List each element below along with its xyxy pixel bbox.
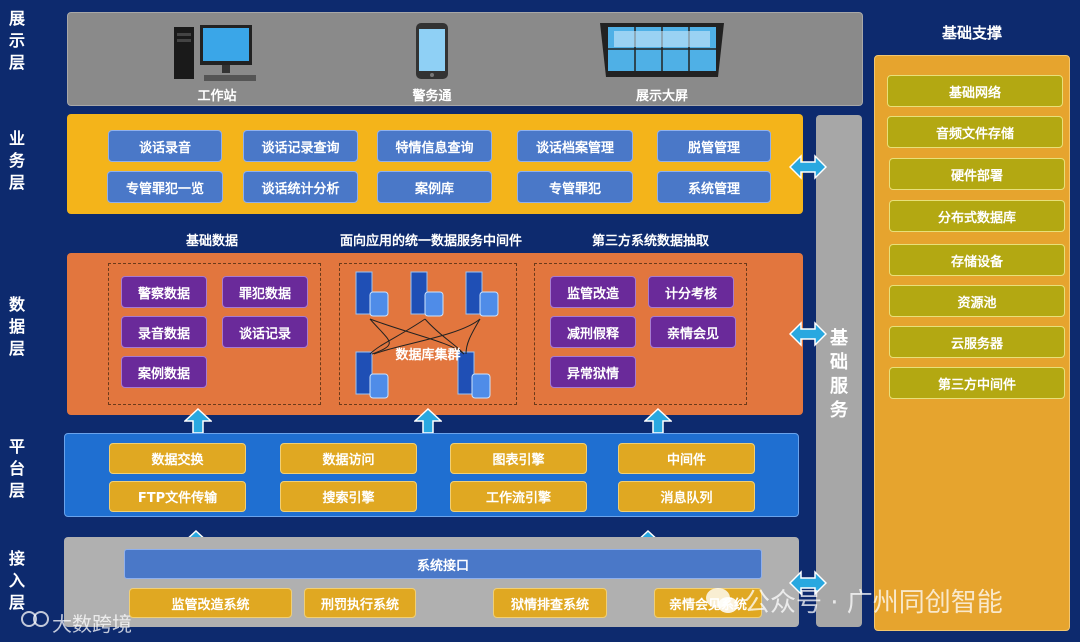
business-item-special-criminal[interactable]: 专管罪犯	[517, 171, 633, 203]
platform-layer-panel: 数据交换 数据访问 图表引擎 中间件 FTP文件传输 搜索引擎 工作流引擎 消息…	[64, 433, 799, 517]
third-party-score-assessment[interactable]: 计分考核	[648, 276, 734, 308]
up-arrow-icon	[644, 408, 672, 434]
basic-service-bar: 基础服务	[816, 115, 862, 627]
business-item-case-library[interactable]: 案例库	[377, 171, 492, 203]
business-item-special-info-query[interactable]: 特情信息查询	[377, 130, 492, 162]
basic-service-label: 基础服务	[830, 328, 848, 421]
middleware-title: 面向应用的统一数据服务中间件	[340, 234, 523, 249]
support-cloud-server[interactable]: 云服务器	[889, 326, 1065, 358]
workstation-icon	[172, 23, 262, 83]
mobile-icon	[412, 21, 452, 81]
bigscreen-label: 展示大屏	[635, 89, 688, 104]
access-prison-situation-system[interactable]: 狱情排查系统	[493, 588, 607, 618]
support-distributed-database[interactable]: 分布式数据库	[889, 200, 1065, 232]
access-layer-panel: 系统接口 监管改造系统 刑罚执行系统 狱情排查系统 亲情会见系统	[64, 537, 799, 627]
business-layer-label: 业务层	[8, 129, 25, 192]
business-item-talk-recording[interactable]: 谈话录音	[108, 130, 222, 162]
video-wall-icon	[600, 19, 724, 83]
support-basic-network[interactable]: 基础网络	[887, 75, 1063, 107]
database-cluster-group: 数据库集群	[339, 263, 517, 405]
workstation-label: 工作站	[197, 89, 237, 104]
third-party-supervision-reform[interactable]: 监管改造	[550, 276, 636, 308]
business-item-talk-record-query[interactable]: 谈话记录查询	[243, 130, 358, 162]
third-party-abnormal-situation[interactable]: 异常狱情	[550, 356, 636, 388]
data-layer-label: 数据层	[8, 295, 25, 358]
basic-data-case[interactable]: 案例数据	[121, 356, 207, 388]
third-party-family-visit[interactable]: 亲情会见	[650, 316, 736, 348]
support-third-party-middleware[interactable]: 第三方中间件	[889, 367, 1065, 399]
platform-data-access[interactable]: 数据访问	[280, 443, 417, 474]
double-arrow-icon	[789, 321, 827, 347]
up-arrow-icon	[184, 408, 212, 434]
basic-data-talk-record[interactable]: 谈话记录	[222, 316, 308, 348]
data-layer-panel: 警察数据 罪犯数据 录音数据 谈话记录 案例数据	[67, 253, 803, 415]
double-arrow-icon	[789, 154, 827, 180]
business-layer-panel: 谈话录音 谈话记录查询 特情信息查询 谈话档案管理 脱管管理 专管罪犯一览 谈话…	[67, 114, 803, 214]
database-cluster-label: 数据库集群	[395, 348, 461, 363]
watermark-logo-icon	[21, 611, 49, 627]
watermark-right: 公众号 · 广州同创智能	[744, 588, 1003, 618]
third-party-data-group: 监管改造 计分考核 减刑假释 亲情会见 异常狱情	[534, 263, 747, 405]
platform-chart-engine[interactable]: 图表引擎	[450, 443, 587, 474]
display-layer-label: 展示层	[8, 9, 25, 72]
support-panel: 基础网络 音频文件存储 硬件部署 分布式数据库 存储设备 资源池 云服务器 第三…	[874, 55, 1070, 631]
third-party-title: 第三方系统数据抽取	[592, 234, 710, 249]
access-supervision-reform-system[interactable]: 监管改造系统	[129, 588, 292, 618]
support-hardware-deployment[interactable]: 硬件部署	[889, 158, 1065, 190]
basic-data-recording[interactable]: 录音数据	[121, 316, 207, 348]
business-item-system-management[interactable]: 系统管理	[657, 171, 771, 203]
business-item-special-criminal-list[interactable]: 专管罪犯一览	[107, 171, 223, 203]
double-arrow-icon	[789, 570, 827, 596]
platform-ftp-transfer[interactable]: FTP文件传输	[109, 481, 246, 512]
support-title: 基础支撑	[941, 24, 1002, 42]
database-cluster-icon	[355, 271, 499, 399]
platform-message-queue[interactable]: 消息队列	[618, 481, 755, 512]
system-interface-bar[interactable]: 系统接口	[124, 549, 762, 579]
basic-data-group: 警察数据 罪犯数据 录音数据 谈话记录 案例数据	[108, 263, 321, 405]
platform-search-engine[interactable]: 搜索引擎	[280, 481, 417, 512]
platform-layer-label: 平台层	[8, 437, 25, 500]
watermark-left: 大数跨境	[52, 612, 132, 636]
third-party-commutation-parole[interactable]: 减刑假释	[550, 316, 636, 348]
platform-middleware[interactable]: 中间件	[618, 443, 755, 474]
platform-workflow-engine[interactable]: 工作流引擎	[450, 481, 587, 512]
basic-data-title: 基础数据	[186, 234, 239, 249]
business-item-talk-archive-management[interactable]: 谈话档案管理	[517, 130, 633, 162]
mobile-label: 警务通	[412, 89, 452, 104]
access-layer-label: 接入层	[8, 549, 25, 612]
display-layer-panel: 工作站 警务通 展示大屏	[67, 12, 863, 106]
access-penalty-execution-system[interactable]: 刑罚执行系统	[304, 588, 416, 618]
platform-data-exchange[interactable]: 数据交换	[109, 443, 246, 474]
support-resource-pool[interactable]: 资源池	[889, 285, 1065, 317]
up-arrow-icon	[414, 408, 442, 434]
support-audio-storage[interactable]: 音频文件存储	[887, 116, 1063, 148]
support-storage-device[interactable]: 存储设备	[889, 244, 1065, 276]
business-item-escape-management[interactable]: 脱管管理	[657, 130, 771, 162]
basic-data-police[interactable]: 警察数据	[121, 276, 207, 308]
basic-data-criminal[interactable]: 罪犯数据	[222, 276, 308, 308]
wechat-icon	[706, 588, 738, 613]
business-item-talk-statistics[interactable]: 谈话统计分析	[243, 171, 358, 203]
